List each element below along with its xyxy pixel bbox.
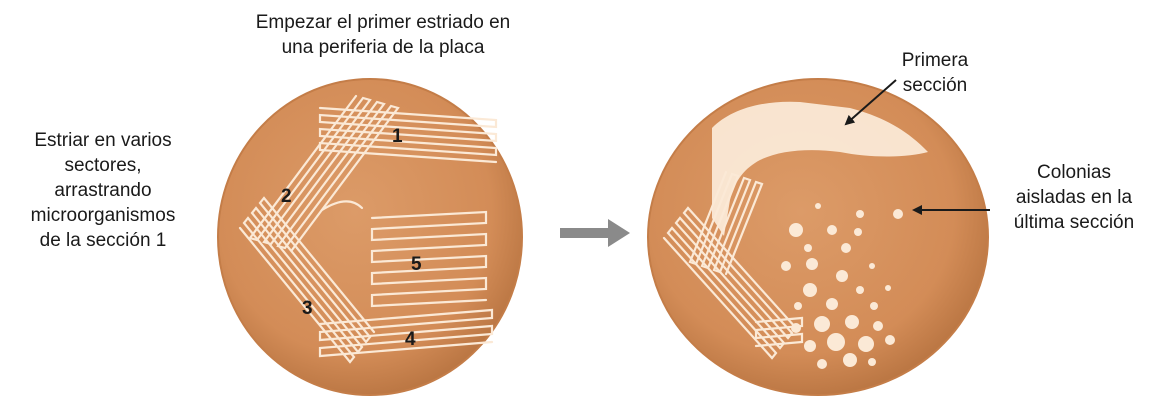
caption-line: última sección — [1013, 212, 1135, 233]
streak-section-2 — [688, 170, 764, 276]
colony-dot — [794, 302, 802, 310]
first-section-pointer — [844, 79, 897, 126]
colony-dot — [856, 286, 864, 294]
start-streak-caption: Empezar el primer estriado en una perife… — [196, 10, 570, 60]
streak-section-3 — [662, 206, 798, 360]
first-section-caption: Primera sección — [880, 48, 990, 98]
caption-line: microorganismos — [30, 205, 176, 226]
right-streak-lines — [662, 170, 804, 360]
section-number-1: 1 — [392, 126, 403, 147]
section-number-3: 3 — [302, 298, 313, 319]
colony-dot — [868, 358, 876, 366]
colony-dot — [804, 340, 816, 352]
streak-section-1 — [318, 106, 498, 164]
caption-line: aisladas en la — [1015, 187, 1133, 208]
colony-dot — [826, 298, 838, 310]
streak-section-3 — [238, 196, 376, 364]
colony-dot — [781, 261, 791, 271]
caption-line: sectores, — [64, 155, 142, 176]
colony-dot — [791, 323, 801, 333]
right-petri-dish — [647, 78, 989, 396]
streak-section-4 — [318, 308, 494, 358]
streak-section-2 — [248, 94, 400, 252]
colony-dot — [873, 321, 883, 331]
caption-line: Estriar en varios — [34, 130, 172, 151]
streak-tail — [320, 200, 364, 212]
caption-line: arrastrando — [54, 180, 152, 201]
first-section-growth — [712, 101, 928, 236]
isolated-colonies — [781, 203, 903, 369]
colony-dot — [893, 209, 903, 219]
caption-line: Primera — [901, 50, 969, 71]
colony-dot — [804, 244, 812, 252]
streak-section-5 — [370, 210, 488, 308]
colony-dot — [885, 285, 891, 291]
section-number-4: 4 — [405, 329, 416, 350]
colony-dot — [858, 336, 874, 352]
caption-line: Empezar el primer estriado en — [255, 12, 511, 33]
section-number-2: 2 — [281, 186, 292, 207]
colony-dot — [854, 228, 862, 236]
streak-sectors-caption: Estriar en varios sectores, arrastrando … — [4, 128, 202, 253]
colony-dot — [843, 353, 857, 367]
colony-dot — [841, 243, 851, 253]
colony-dot — [815, 203, 821, 209]
colony-dot — [885, 335, 895, 345]
caption-line: sección — [902, 75, 968, 96]
colony-dot — [870, 302, 878, 310]
caption-line: Colonias — [1037, 162, 1111, 183]
left-petri-dish: 1 2 3 4 5 — [217, 78, 523, 396]
caption-line: de la sección 1 — [39, 230, 167, 251]
colony-dot — [856, 210, 864, 218]
colony-dot — [827, 333, 845, 351]
colony-dot — [814, 316, 830, 332]
right-arrow-icon — [560, 219, 630, 247]
colony-dot — [817, 359, 827, 369]
section-number-5: 5 — [411, 254, 422, 275]
left-streak-lines — [238, 94, 498, 364]
colony-dot — [806, 258, 818, 270]
colony-dot — [845, 315, 859, 329]
colony-dot — [869, 263, 875, 269]
caption-line: una periferia de la placa — [281, 37, 485, 58]
streak-section-4 — [754, 316, 804, 348]
colony-dot — [836, 270, 848, 282]
colony-dot — [827, 225, 837, 235]
isolated-colonies-caption: Colonias aisladas en la última sección — [990, 160, 1158, 235]
colony-dot — [803, 283, 817, 297]
colony-dot — [789, 223, 803, 237]
